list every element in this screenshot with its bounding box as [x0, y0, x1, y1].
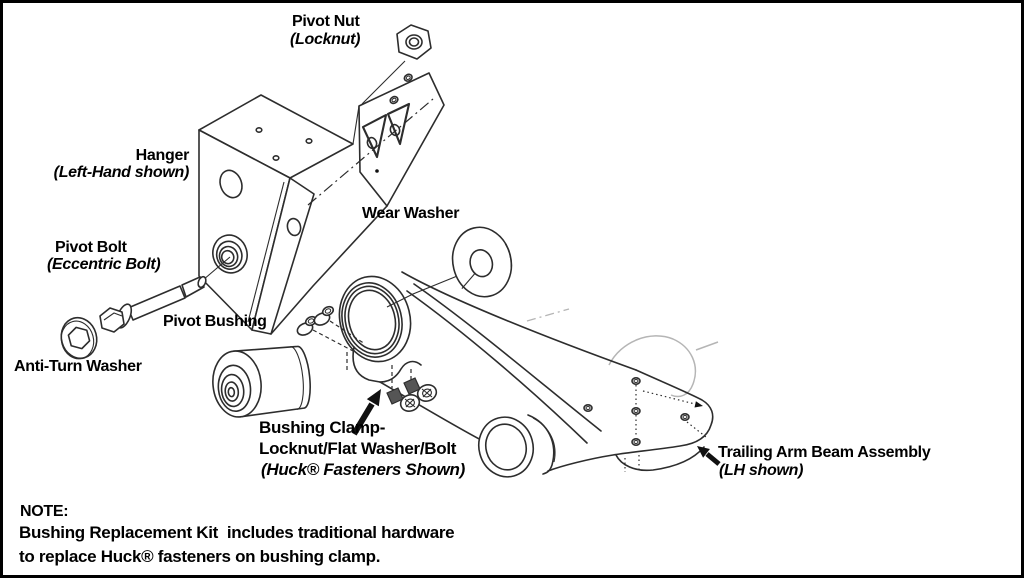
note-line-1: Bushing Replacement Kit includes traditi…: [19, 523, 455, 542]
wear-washer-leader-line: [386, 269, 473, 308]
wear-washer-label: Wear Washer: [362, 205, 460, 222]
trailing-arm-label: Trailing Arm Beam Assembly: [718, 444, 931, 461]
pivot-nut-drawing: [361, 24, 432, 105]
flange-bolt-2: [403, 377, 438, 402]
anti-turn-washer-label: Anti-Turn Washer: [14, 358, 142, 375]
hanger-drawing: [198, 72, 445, 335]
bushing-clamp-label-line1: Bushing Clamp-: [259, 418, 386, 437]
note-line-2: to replace Huck® fasteners on bushing cl…: [19, 547, 381, 566]
bushing-clamp-shape: [352, 346, 422, 383]
bushing-clamp-sublabel: (Huck® Fasteners Shown): [261, 460, 465, 479]
pivot-nut-label: Pivot Nut: [292, 13, 360, 30]
pivot-bolt-drawing: [99, 256, 231, 333]
pivot-bolt-axis-line: [202, 256, 231, 281]
clamp-fasteners-drawing: [296, 305, 438, 412]
pivot-nut-leader-line: [361, 60, 406, 105]
trailing-arm-sublabel: (LH shown): [719, 462, 804, 479]
axle-ghost-outline: [608, 335, 697, 398]
wear-washer-drawing: [451, 226, 513, 298]
flange-bolt-1: [386, 387, 421, 412]
exploded-diagram-art: [60, 24, 721, 478]
trailing-arm-drawing: [338, 269, 719, 478]
pivot-bushing-drawing: [212, 345, 311, 418]
arm-arrow-shaft: [705, 452, 721, 466]
anti-turn-washer-drawing: [60, 316, 98, 360]
pivot-bushing-label: Pivot Bushing: [163, 313, 267, 330]
pivot-bolt-sublabel: (Eccentric Bolt): [47, 256, 161, 273]
hanger-sublabel: (Left-Hand shown): [53, 164, 190, 181]
hanger-label: Hanger: [135, 147, 190, 164]
pointer-arrows: [351, 389, 721, 466]
pivot-bolt-label: Pivot Bolt: [55, 239, 127, 256]
note-heading: NOTE:: [20, 503, 69, 520]
locknut-2: [313, 305, 335, 326]
plate-holes: [583, 376, 690, 446]
arm-bushing-eye: [341, 282, 403, 358]
pivot-nut-sublabel: (Locknut): [290, 31, 361, 48]
bushing-clamp-label-line2: Locknut/Flat Washer/Bolt: [259, 439, 457, 458]
clamp-arrow-head: [366, 389, 381, 407]
arm-arrow-head: [697, 446, 710, 458]
clamp-arrow-shaft: [351, 402, 375, 436]
